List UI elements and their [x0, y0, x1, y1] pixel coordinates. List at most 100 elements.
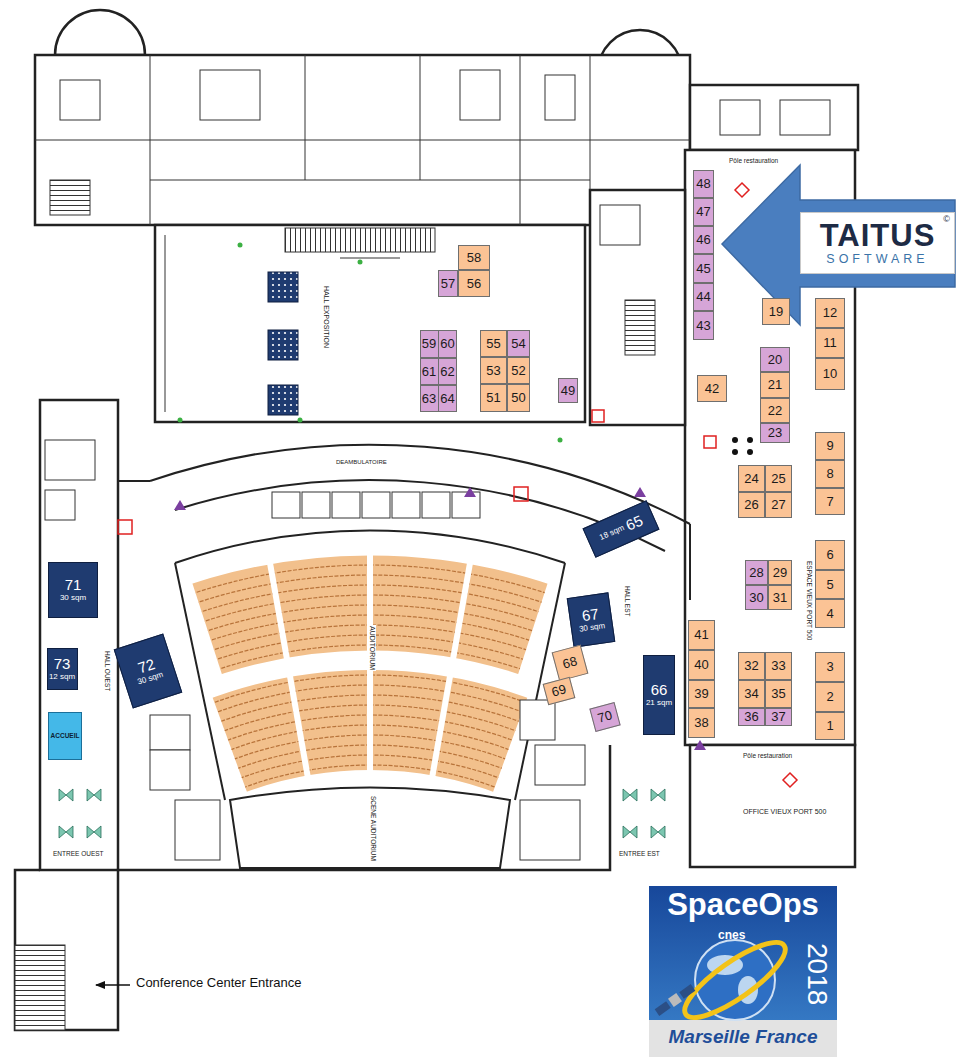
exhibitor-booth: 6 — [815, 540, 845, 570]
booth-number: 50 — [511, 391, 525, 405]
booth-number: 43 — [696, 319, 710, 333]
exhibitor-booth: 53 — [480, 357, 507, 384]
booth-number: 63 — [422, 392, 436, 406]
exhibitor-booth: 70 — [589, 702, 620, 732]
booth-number: 32 — [744, 659, 758, 673]
booth-number: 11 — [823, 336, 837, 350]
room-label: AUDITORIUM — [368, 625, 376, 671]
logo-text: Marseille France — [648, 1027, 838, 1047]
booth-number: 44 — [696, 290, 710, 304]
large-booth: 6730 sqm — [567, 592, 616, 647]
large-booth: 18 sqm65 — [583, 500, 660, 558]
reception-desk: ACCUEIL — [48, 712, 82, 760]
room-label: HALL EXPOSITION — [322, 285, 330, 349]
exhibitor-booth: 54 — [507, 330, 530, 357]
booth-number: 12 — [823, 306, 837, 320]
exhibitor-booth: 35 — [765, 680, 792, 708]
room-label: HALL EST — [624, 585, 631, 617]
booth-number: 46 — [696, 233, 710, 247]
booth-number: 49 — [561, 384, 575, 398]
booth-number: 38 — [694, 716, 708, 730]
booth-number: 6 — [826, 548, 833, 562]
logo-text: TAITUS — [820, 220, 936, 253]
booth-number: 20 — [768, 353, 782, 367]
booth-number: 70 — [596, 709, 614, 726]
booth-number: 22 — [768, 404, 782, 418]
booth-number: 24 — [744, 472, 758, 486]
exhibitor-booth: 57 — [438, 270, 458, 297]
booth-number: 28 — [749, 566, 763, 580]
booth-number: 1 — [826, 719, 833, 733]
room-label: Pôle restauration — [742, 752, 793, 759]
booth-area: 30 sqm — [579, 622, 606, 634]
large-booth: 7130 sqm — [48, 562, 98, 618]
booth-number: 62 — [440, 365, 454, 379]
booth-number: 71 — [65, 577, 82, 593]
exhibitor-booth: 22 — [760, 398, 790, 423]
booth-number: 68 — [561, 655, 579, 672]
booth-number: 52 — [511, 364, 525, 378]
sponsor-logo: TAITUSSOFTWARE© — [800, 212, 955, 274]
exhibitor-booth: 44 — [693, 283, 714, 311]
booth-number: 54 — [511, 337, 525, 351]
large-booth: 7230 sqm — [114, 633, 183, 708]
exhibitor-booth: 46 — [693, 226, 714, 254]
logo-text: SOFTWARE — [826, 253, 928, 266]
exhibitor-booth: 38 — [688, 708, 715, 738]
exhibitor-booth: 25 — [765, 465, 792, 492]
exhibitor-booth: 36 — [738, 708, 765, 726]
exhibitor-booth: 26 — [738, 492, 765, 518]
booth-number: 69 — [550, 683, 568, 700]
entrance-label: Conference Center Entrance — [135, 976, 302, 990]
exhibitor-booth: 45 — [693, 254, 714, 283]
booth-number: 59 — [422, 337, 436, 351]
booth-number: 3 — [826, 660, 833, 674]
room-label: HALL OUEST — [104, 650, 111, 692]
exhibitor-booth: 33 — [765, 652, 792, 680]
booth-number: 55 — [486, 337, 500, 351]
booth-number: 5 — [826, 578, 833, 592]
exhibitor-booth: 64 — [438, 385, 457, 412]
booth-area: 12 sqm — [49, 673, 75, 681]
exhibitor-booth: 19 — [762, 298, 790, 325]
exhibitor-booth: 2 — [815, 682, 845, 712]
exhibitor-booth: 27 — [765, 492, 792, 518]
exhibitor-booth: 29 — [768, 560, 792, 585]
booth-number: 35 — [771, 687, 785, 701]
large-booth: 6621 sqm — [643, 655, 675, 735]
booth-number: 40 — [694, 658, 708, 672]
booth-number: 9 — [826, 439, 833, 453]
exhibitor-booth: 34 — [738, 680, 765, 708]
exhibitor-booth: 52 — [507, 357, 530, 384]
exhibitor-booth: 4 — [815, 599, 845, 628]
exhibitor-booth: 68 — [552, 645, 589, 682]
exhibitor-booth: 37 — [765, 708, 792, 726]
booth-number: 65 — [624, 512, 646, 533]
booth-number: 2 — [826, 690, 833, 704]
event-logo: SpaceOpscnes2018Marseille France — [648, 885, 838, 1058]
exhibitor-booth: 43 — [693, 311, 714, 340]
desk-label: ACCUEIL — [51, 733, 80, 740]
exhibitor-booth: 42 — [697, 375, 727, 402]
exhibitor-booth: 23 — [760, 423, 790, 443]
exhibitor-booth: 32 — [738, 652, 765, 680]
booth-number: 33 — [771, 659, 785, 673]
booth-number: 42 — [705, 382, 719, 396]
booth-number: 47 — [696, 205, 710, 219]
booth-number: 61 — [422, 365, 436, 379]
exhibitor-booth: 30 — [745, 585, 768, 610]
booth-area: 18 sqm — [598, 524, 625, 542]
booth-number: 8 — [826, 467, 833, 481]
exhibitor-booth: 39 — [688, 680, 715, 708]
booth-number: 41 — [694, 628, 708, 642]
exhibitor-booth: 9 — [815, 432, 845, 460]
exhibitor-booth: 56 — [458, 270, 490, 297]
booth-number: 53 — [486, 364, 500, 378]
exhibitor-booth: 62 — [438, 358, 457, 385]
room-label: OFFICE VIEUX PORT 500 — [742, 808, 827, 816]
booth-number: 21 — [768, 378, 782, 392]
booth-number: 45 — [696, 262, 710, 276]
exhibitor-booth: 61 — [420, 358, 439, 385]
booth-number: 25 — [771, 472, 785, 486]
booth-number: 66 — [651, 682, 668, 698]
